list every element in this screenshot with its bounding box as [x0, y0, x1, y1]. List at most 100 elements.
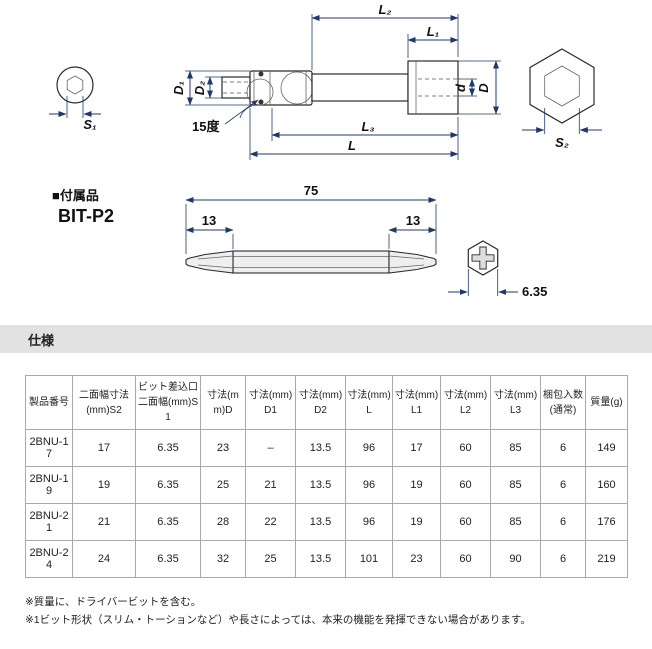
cell-product: 2BNU-21 — [25, 503, 73, 541]
ball-detent-detail — [258, 71, 264, 77]
dim-label-d-big: D — [476, 83, 491, 93]
socket-side-view: L₂ L₁ D₁ D₂ d D 15度 L₃ — [171, 2, 501, 160]
cell: 6 — [540, 540, 586, 578]
cell-product: 2BNU-19 — [25, 466, 73, 504]
cell: 85 — [490, 466, 541, 504]
dim-label-d2: D₂ — [192, 81, 207, 95]
cell: 60 — [440, 429, 491, 467]
cell: 17 — [72, 429, 136, 467]
spec-section-title: 仕様 — [28, 332, 55, 348]
cell: 90 — [490, 540, 541, 578]
cell: 219 — [585, 540, 628, 578]
cell: 6 — [540, 429, 586, 467]
cell: 22 — [245, 503, 296, 541]
footnotes: ※質量に、ドライバービットを含む。 ※1ビット形状（スリム・トーションなど）や長… — [25, 594, 627, 630]
cell: 60 — [440, 466, 491, 504]
dim-label-s1: S₁ — [83, 117, 96, 132]
cell: 19 — [72, 466, 136, 504]
table-header-row: 製品番号 二面幅寸法(mm)S2 ビット差込口二面幅(mm)S1 寸法(mm)D… — [25, 375, 628, 430]
col-header-d2: 寸法(mm)D2 — [295, 375, 346, 430]
spec-section-header: 仕様 — [0, 325, 652, 353]
spec-table: 製品番号 二面幅寸法(mm)S2 ビット差込口二面幅(mm)S1 寸法(mm)D… — [25, 375, 628, 578]
cell: 101 — [345, 540, 393, 578]
spec-table-container: 製品番号 二面幅寸法(mm)S2 ビット差込口二面幅(mm)S1 寸法(mm)D… — [25, 375, 628, 578]
col-header-d1: 寸法(mm)D1 — [245, 375, 296, 430]
detail-circle-small — [246, 78, 274, 106]
col-header-s1: ビット差込口二面幅(mm)S1 — [135, 375, 201, 430]
angle-label: 15度 — [192, 119, 220, 134]
phillips-cross — [471, 246, 495, 270]
dim-label-s2: S₂ — [555, 135, 569, 150]
cell: 6.35 — [135, 503, 201, 541]
cell: 96 — [345, 503, 393, 541]
dim-label-hex-width: 6.35 — [522, 284, 547, 299]
cell: 60 — [440, 503, 491, 541]
cell: 24 — [72, 540, 136, 578]
cell: 32 — [200, 540, 246, 578]
dim-label-d-small: d — [453, 83, 468, 92]
bit-tip-left — [185, 250, 234, 274]
cell: 25 — [200, 466, 246, 504]
cell: 160 — [585, 466, 628, 504]
col-header-l1: 寸法(mm)L1 — [392, 375, 441, 430]
cell: 60 — [440, 540, 491, 578]
cell: 149 — [585, 429, 628, 467]
footnote-weight: ※質量に、ドライバービットを含む。 — [25, 596, 202, 608]
diagram-svg: S₁ L₂ L₁ D₁ — [49, 2, 602, 299]
footnote-bit-shape: ※1ビット形状（スリム・トーションなど）や長さによっては、本来の機能を発揮できな… — [25, 613, 531, 626]
bit-tip-right — [388, 250, 437, 274]
col-header-product: 製品番号 — [25, 375, 73, 430]
socket-hex-view: S₂ — [522, 48, 602, 150]
cell: 96 — [345, 466, 393, 504]
dim-label-l: L — [348, 138, 356, 153]
col-header-d: 寸法(mm)D — [200, 375, 246, 430]
bit-shaft — [232, 250, 390, 274]
cell: 19 — [392, 466, 441, 504]
cell: 6.35 — [135, 429, 201, 467]
cell-product: 2BNU-17 — [25, 429, 73, 467]
cell: 21 — [72, 503, 136, 541]
table-row: 2BNU-24 24 6.35 32 25 13.5 101 23 60 90 … — [25, 540, 628, 578]
cell: 6.35 — [135, 540, 201, 578]
cell: 21 — [245, 466, 296, 504]
dim-label-l1: L₁ — [427, 24, 440, 39]
col-header-l2: 寸法(mm)L2 — [440, 375, 491, 430]
cell: 85 — [490, 503, 541, 541]
cell: 25 — [245, 540, 296, 578]
table-row: 2BNU-21 21 6.35 28 22 13.5 96 19 60 85 6… — [25, 503, 628, 541]
dim-label-l3: L₃ — [362, 119, 375, 134]
accessory-title: ■付属品 — [52, 188, 99, 203]
cell: 23 — [200, 429, 246, 467]
col-header-l: 寸法(mm)L — [345, 375, 393, 430]
cell: 6 — [540, 466, 586, 504]
dim-label-13-left: 13 — [202, 213, 216, 228]
col-header-s2: 二面幅寸法(mm)S2 — [72, 375, 136, 430]
cell: 176 — [585, 503, 628, 541]
cell: 6.35 — [135, 466, 201, 504]
cell-product: 2BNU-24 — [25, 540, 73, 578]
dim-label-75: 75 — [304, 183, 318, 198]
col-header-pack: 梱包入数(通常) — [540, 375, 586, 430]
bit-cross-section: 6.35 — [448, 240, 547, 299]
accessory-bit-drawing: ■付属品 BIT-P2 75 13 13 — [52, 183, 547, 299]
cell: 13.5 — [295, 466, 346, 504]
table-row: 2BNU-19 19 6.35 25 21 13.5 96 19 60 85 6… — [25, 466, 628, 504]
cell: 6 — [540, 503, 586, 541]
table-row: 2BNU-17 17 6.35 23 – 13.5 96 17 60 85 6 … — [25, 429, 628, 467]
cell: 96 — [345, 429, 393, 467]
socket-front-view: S₁ — [49, 66, 101, 132]
dim-label-d1: D₁ — [171, 81, 186, 95]
dim-label-l2: L₂ — [379, 2, 392, 17]
col-header-weight: 質量(g) — [585, 375, 628, 430]
cell: 23 — [392, 540, 441, 578]
cell: 28 — [200, 503, 246, 541]
cell: – — [245, 429, 296, 467]
cell: 13.5 — [295, 429, 346, 467]
cell: 13.5 — [295, 503, 346, 541]
cell: 17 — [392, 429, 441, 467]
accessory-model: BIT-P2 — [58, 206, 114, 226]
cell: 13.5 — [295, 540, 346, 578]
col-header-l3: 寸法(mm)L3 — [490, 375, 541, 430]
technical-diagram: S₁ L₂ L₁ D₁ — [0, 0, 652, 315]
cell: 85 — [490, 429, 541, 467]
